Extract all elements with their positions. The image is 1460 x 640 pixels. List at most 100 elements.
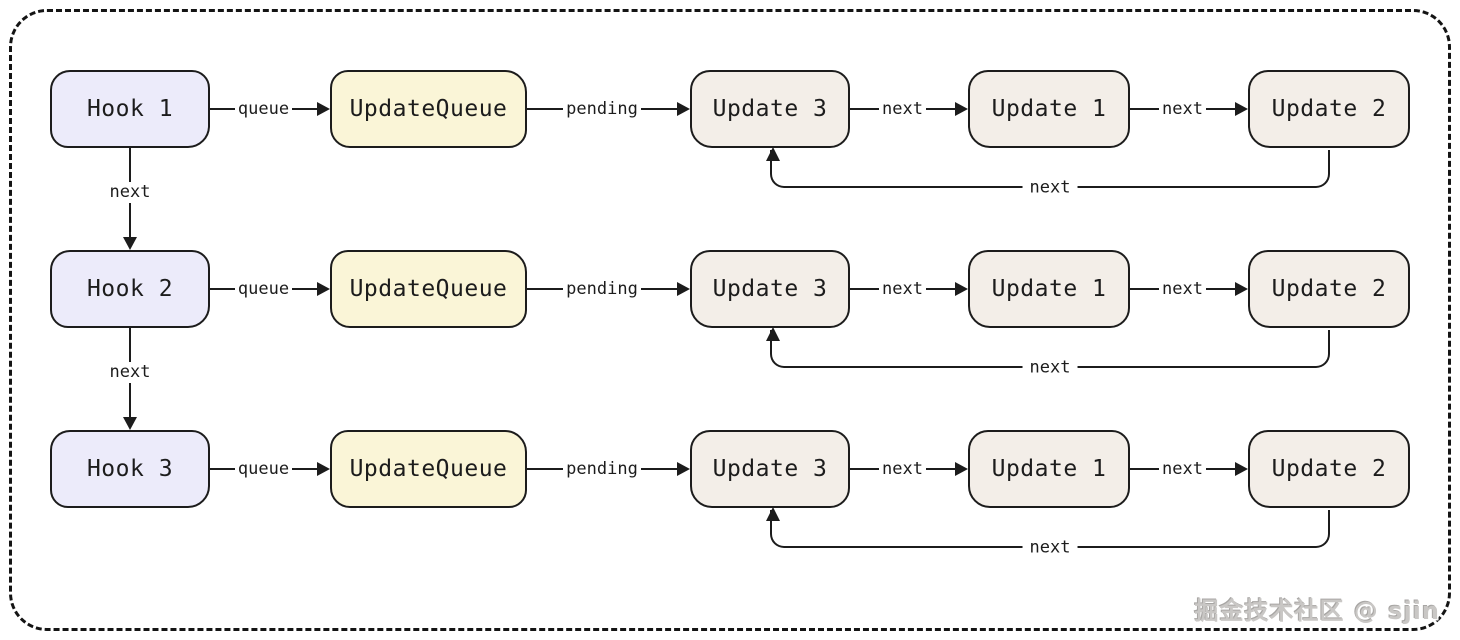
next-edge-1a: next	[850, 97, 969, 121]
edge-line	[925, 467, 956, 471]
next-edge-3b: next	[1130, 457, 1249, 481]
next-edge-label: next	[882, 98, 923, 119]
arrowhead-right-icon	[677, 282, 690, 296]
edge-line	[640, 107, 677, 111]
next-edge-label: next	[1162, 98, 1203, 119]
hook1-node: Hook 1	[50, 70, 210, 148]
arrowhead-right-icon	[1235, 462, 1249, 476]
pending-edge-1: pending	[527, 97, 690, 121]
edge-line	[925, 107, 956, 111]
edge-line	[1205, 467, 1236, 471]
edge-line	[527, 467, 564, 471]
edge-line	[292, 467, 317, 471]
edge-line	[1130, 287, 1160, 291]
queue-edge-2: queue	[210, 277, 330, 301]
arrowhead-right-icon	[317, 282, 330, 296]
update3-label: Update 3	[712, 276, 828, 302]
arrowhead-right-icon	[677, 102, 690, 116]
arrowhead-right-icon	[955, 102, 969, 116]
pending-edge-3: pending	[527, 457, 690, 481]
hook2-label: Hook 2	[86, 276, 174, 302]
update1-label: Update 1	[991, 456, 1107, 482]
update-queue-node-2: UpdateQueue	[330, 250, 527, 328]
hook3-node: Hook 3	[50, 430, 210, 508]
update2-node-3: Update 2	[1248, 430, 1410, 508]
update2-label: Update 2	[1271, 456, 1387, 482]
hook1-label: Hook 1	[86, 96, 174, 122]
edge-line	[1130, 107, 1160, 111]
update2-node-1: Update 2	[1248, 70, 1410, 148]
update1-node-1: Update 1	[968, 70, 1130, 148]
next-edge-1b: next	[1130, 97, 1249, 121]
edge-line	[128, 203, 132, 237]
update3-label: Update 3	[712, 96, 828, 122]
edge-line	[850, 467, 880, 471]
arrowhead-up-icon	[766, 327, 780, 341]
hook-next-edge-2: next	[96, 328, 164, 430]
queue-edge-label: queue	[237, 98, 290, 119]
edge-line	[1205, 287, 1236, 291]
next-edge-label: next	[1162, 278, 1203, 299]
next-edge-2b: next	[1130, 277, 1249, 301]
edge-line	[640, 467, 677, 471]
next-edge-label: next	[1162, 458, 1203, 479]
hook2-node: Hook 2	[50, 250, 210, 328]
loop-edge-label: next	[1022, 539, 1078, 557]
next-edge-label: next	[882, 458, 923, 479]
next-edge-label: next	[109, 182, 151, 202]
arrowhead-right-icon	[317, 462, 330, 476]
update1-node-3: Update 1	[968, 430, 1130, 508]
pending-edge-2: pending	[527, 277, 690, 301]
hook-next-edge-1: next	[96, 148, 164, 250]
edge-line	[850, 107, 880, 111]
arrowhead-right-icon	[1235, 102, 1249, 116]
update3-node-1: Update 3	[690, 70, 850, 148]
update1-label: Update 1	[991, 276, 1107, 302]
arrowhead-down-icon	[123, 417, 137, 430]
update1-label: Update 1	[991, 96, 1107, 122]
edge-line	[128, 383, 132, 417]
arrowhead-right-icon	[677, 462, 690, 476]
edge-line	[210, 107, 235, 111]
next-edge-label: next	[882, 278, 923, 299]
update-queue-label: UpdateQueue	[349, 276, 508, 302]
update2-label: Update 2	[1271, 96, 1387, 122]
pending-edge-label: pending	[566, 278, 638, 299]
update3-label: Update 3	[712, 456, 828, 482]
update-queue-label: UpdateQueue	[349, 456, 508, 482]
edge-line	[292, 287, 317, 291]
arrowhead-down-icon	[123, 237, 137, 250]
update2-label: Update 2	[1271, 276, 1387, 302]
watermark: 掘金技术社区 @ sjin	[1194, 597, 1440, 625]
arrowhead-up-icon	[766, 147, 780, 161]
queue-edge-3: queue	[210, 457, 330, 481]
next-edge-3a: next	[850, 457, 969, 481]
arrowhead-right-icon	[955, 462, 969, 476]
update2-node-2: Update 2	[1248, 250, 1410, 328]
update3-node-3: Update 3	[690, 430, 850, 508]
loop-next-edge-2: next	[766, 327, 1330, 377]
edge-line	[527, 287, 564, 291]
loop-edge-label: next	[1022, 359, 1078, 377]
pending-edge-label: pending	[566, 458, 638, 479]
edge-line	[640, 287, 677, 291]
edge-line	[925, 287, 956, 291]
edge-line	[1130, 467, 1160, 471]
queue-edge-1: queue	[210, 97, 330, 121]
next-edge-label: next	[109, 362, 151, 382]
hook3-label: Hook 3	[86, 456, 174, 482]
queue-edge-label: queue	[237, 278, 290, 299]
edge-line	[210, 287, 235, 291]
loop-next-edge-3: next	[766, 507, 1330, 557]
arrowhead-right-icon	[955, 282, 969, 296]
edge-line	[527, 107, 564, 111]
update-queue-node-1: UpdateQueue	[330, 70, 527, 148]
next-edge-2a: next	[850, 277, 969, 301]
edge-line	[210, 467, 235, 471]
edge-line	[128, 328, 132, 362]
update-queue-node-3: UpdateQueue	[330, 430, 527, 508]
arrowhead-right-icon	[317, 102, 330, 116]
loop-next-edge-1: next	[766, 147, 1330, 197]
edge-line	[292, 107, 317, 111]
queue-edge-label: queue	[237, 458, 290, 479]
